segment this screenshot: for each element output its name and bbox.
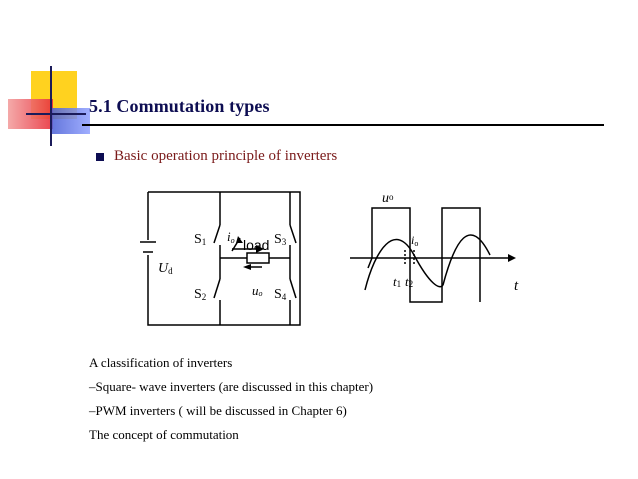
slide-title: 5.1 Commutation types [89,96,270,116]
load-label: load [243,237,269,253]
t-axis-arrow-icon [508,254,516,262]
decor-vertical-line [50,66,52,146]
decor-blue-square [52,108,90,134]
body-line: A classification of inverters [89,355,233,370]
switch-label-s1: S1 [194,232,206,247]
circuit-diagram [140,191,301,326]
switch-label-s4: S4 [274,287,287,302]
bullet-text: Basic operation principle of inverters [114,148,338,164]
decor-horizontal-line [26,113,86,115]
current-label: io [227,229,235,245]
bullet-item: Basic operation principle of inverters [96,148,337,165]
waveform-io-label: io [411,233,418,248]
waveform-t2-label: t2 [405,274,413,289]
waveform-t1-label: t1 [393,274,401,289]
switch-label-s3: S3 [274,232,287,247]
switch-label-s2: S2 [194,287,206,302]
body-line: The concept of commutation [89,427,239,442]
body-line: –Square- wave inverters (are discussed i… [89,379,374,394]
waveform-uo-label: uo [382,191,394,206]
waveform-t-label: t [514,278,519,294]
body-text: A classification of inverters –Square- w… [89,351,373,447]
body-line: –PWM inverters ( will be discussed in Ch… [89,403,347,418]
title-underline [82,124,604,126]
voltage-label: uo [252,283,263,298]
waveform-plot [350,207,508,303]
source-label: Ud [158,261,173,276]
square-bullet-icon [96,152,104,161]
